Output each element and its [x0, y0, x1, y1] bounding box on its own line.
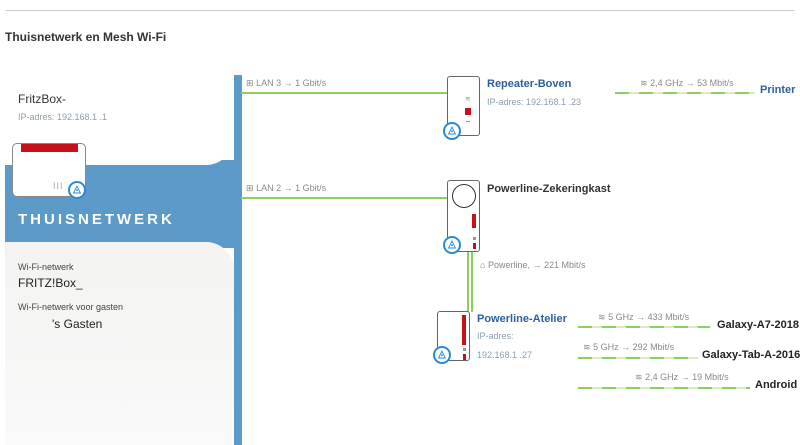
wifi-line [578, 357, 698, 359]
wifi-line [615, 92, 755, 94]
fritzbox-name[interactable]: FritzBox- [18, 92, 66, 106]
device-ip-label: IP-adres: [477, 331, 514, 341]
lan2-link-label: ⊞ LAN 2 → 1 Gbit/s [246, 183, 327, 193]
wifi-label: Wi-Fi-netwerk [18, 262, 74, 272]
client-name[interactable]: Android [755, 379, 798, 391]
client-name[interactable]: Printer [760, 84, 796, 96]
fritzbox-ip: IP-adres: 192.168.1 .1 [18, 112, 108, 122]
wifi-icon: ≋ [598, 312, 606, 322]
powerline-line [467, 252, 469, 312]
lan-icon: ⊞ [246, 183, 254, 193]
mesh-icon: ◬ [443, 122, 461, 140]
guest-wifi-label: Wi-Fi-netwerk voor gasten [18, 302, 124, 312]
client-connection: ≋ 2,4 GHz → 19 Mbit/s [635, 372, 729, 382]
powerline-image[interactable] [447, 180, 480, 252]
section-title: THUISNETWERK [18, 211, 175, 228]
client-connection: ≋ 2,4 GHz → 53 Mbit/s [640, 78, 734, 88]
wifi-icon: ≋ [635, 372, 643, 382]
powerline-link-label: ⌂ Powerline, → 221 Mbit/s [480, 260, 586, 270]
lan3-link-label: ⊞ LAN 3 → 1 Gbit/s [246, 78, 327, 88]
lan3-line [241, 92, 447, 94]
client-connection: ≋ 5 GHz → 292 Mbit/s [583, 342, 675, 352]
wifi-name: FRITZ!Box_ [18, 276, 83, 290]
client-connection: ≋ 5 GHz → 433 Mbit/s [598, 312, 690, 322]
mesh-icon: ◬ [433, 346, 451, 364]
client-name[interactable]: Galaxy-A7-2018 [717, 319, 799, 331]
home-icon: ⌂ [480, 260, 486, 270]
device-name[interactable]: Powerline-Zekeringkast [487, 183, 611, 195]
divider [5, 10, 795, 11]
lan-icon: ⊞ [246, 78, 254, 88]
device-name[interactable]: Repeater-Boven [487, 78, 572, 90]
wifi-icon: ≋ [583, 342, 591, 352]
wifi-line [578, 326, 710, 328]
wifi-card [5, 242, 234, 445]
powerline-line [471, 252, 473, 312]
device-ip: 192.168.1 .27 [477, 350, 533, 360]
home-network-bar [234, 75, 242, 445]
client-name[interactable]: Galaxy-Tab-A-2016 [702, 349, 800, 361]
device-name[interactable]: Powerline-Atelier [477, 313, 567, 325]
mesh-icon: ◬ [443, 236, 461, 254]
device-ip: IP-adres: 192.168.1 .23 [487, 97, 582, 107]
guest-wifi-name: 's Gasten [52, 317, 103, 331]
wifi-icon: ≋ [640, 78, 648, 88]
wifi-line [578, 387, 750, 389]
page-title: Thuisnetwerk en Mesh Wi-Fi [5, 30, 167, 44]
mesh-icon: ◬ [68, 181, 86, 199]
lan2-line [241, 197, 447, 199]
